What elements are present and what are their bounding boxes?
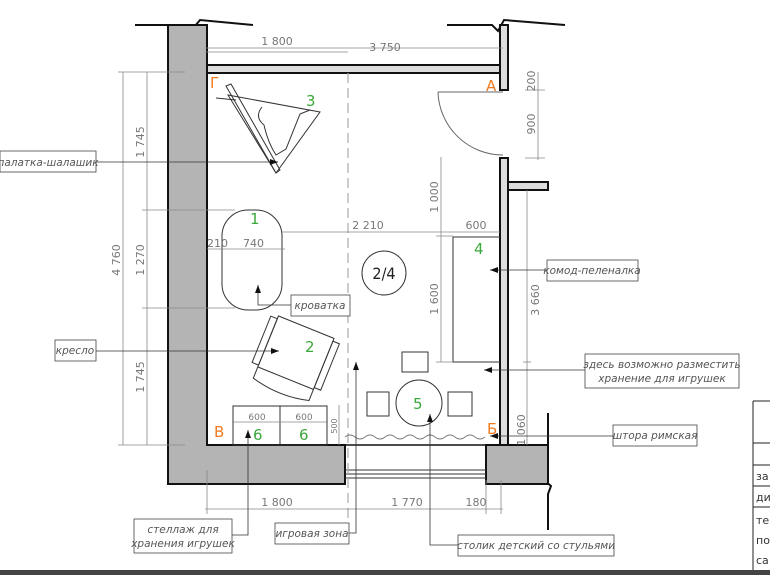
tent-number: 3 xyxy=(306,92,316,110)
armchair-number: 2 xyxy=(305,338,315,356)
label-dresser: комод-пеленалка xyxy=(543,265,640,277)
dim-mid-2210: 2 210 xyxy=(352,219,384,232)
dim-left-1270: 1 270 xyxy=(134,244,147,276)
top-wall xyxy=(206,64,504,74)
dim-shelf-600b: 600 xyxy=(295,413,312,423)
label-toys-storage-2: хранение для игрушек xyxy=(597,373,726,385)
room-number-circle xyxy=(361,250,407,296)
arrowheads xyxy=(245,159,498,439)
label-table: столик детский со стульями xyxy=(457,540,615,552)
dresser-number: 4 xyxy=(474,240,484,258)
dimension-lines xyxy=(118,47,545,514)
right-wall-upper xyxy=(499,24,509,91)
title-block xyxy=(752,400,770,570)
kids-chair-right xyxy=(447,391,473,417)
dim-right-1060: 1 060 xyxy=(515,414,528,446)
dim-right-900: 900 xyxy=(525,114,538,135)
label-tent: палатка-шалашик xyxy=(0,157,99,169)
dim-bottom-1800: 1 800 xyxy=(261,496,293,509)
dim-top-3750: 3 750 xyxy=(369,41,401,54)
dim-left-4760: 4 760 xyxy=(110,244,123,276)
shelf-1-number: 6 xyxy=(253,426,263,444)
shelf-2-number: 6 xyxy=(299,426,309,444)
sheet-bottom-border xyxy=(0,570,770,575)
label-curtain: штора римская xyxy=(613,430,698,442)
label-boxes xyxy=(0,150,740,557)
room-number: 2/4 xyxy=(372,264,395,283)
label-shelf-1: стеллаж для xyxy=(147,524,218,536)
table-number: 5 xyxy=(413,395,423,413)
dim-right-1600: 1 600 xyxy=(428,283,441,315)
label-crib: кроватка xyxy=(295,300,346,312)
crib-number: 1 xyxy=(250,210,260,228)
dim-left-1745b: 1 745 xyxy=(134,361,147,393)
dim-top-1800: 1 800 xyxy=(261,35,293,48)
door-swing xyxy=(437,91,504,156)
dim-crib-210: 210 xyxy=(207,237,228,250)
title-block-cell-2: ди xyxy=(756,491,770,504)
shelf-2 xyxy=(279,405,328,446)
label-shelf-2: хранения игрушек xyxy=(130,538,235,550)
point-a: А xyxy=(486,77,497,95)
title-block-cell-1: за xyxy=(756,470,769,483)
dim-right-200: 200 xyxy=(525,71,538,92)
bottom-right-wall xyxy=(485,444,549,485)
crib xyxy=(221,209,283,311)
dim-right-1000: 1 000 xyxy=(428,181,441,213)
dim-right-600: 600 xyxy=(466,219,487,232)
title-block-cell-3: те xyxy=(756,514,769,527)
title-block-cell-5: са xyxy=(756,554,769,567)
point-b: Б xyxy=(487,420,497,438)
dim-bottom-180: 180 xyxy=(466,496,487,509)
dim-shelf-600a: 600 xyxy=(248,413,265,423)
label-toys-storage-1: здесь возможно разместить xyxy=(583,359,740,371)
wall-stub xyxy=(507,181,549,191)
title-block-cell-4: по xyxy=(756,534,770,547)
dim-crib-740: 740 xyxy=(243,237,264,250)
roman-curtain xyxy=(344,434,486,440)
right-wall-lower xyxy=(499,157,509,446)
kids-chair-left xyxy=(366,391,390,417)
leader-lines xyxy=(96,161,613,546)
dim-right-3660: 3 660 xyxy=(529,284,542,316)
dim-shelf-500: 500 xyxy=(330,418,339,433)
top-right-break-line xyxy=(447,18,566,33)
armchair xyxy=(251,315,341,402)
dim-bottom-1770: 1 770 xyxy=(391,496,423,509)
label-play-zone: игровая зона xyxy=(275,528,348,540)
dresser xyxy=(452,236,500,363)
point-g: Г xyxy=(210,74,219,92)
kids-table xyxy=(395,379,443,427)
point-v: В xyxy=(214,423,224,441)
kids-chair-top xyxy=(401,351,429,373)
label-armchair: кресло xyxy=(56,345,94,357)
tent-shape xyxy=(215,83,321,174)
dim-left-1745a: 1 745 xyxy=(134,126,147,158)
